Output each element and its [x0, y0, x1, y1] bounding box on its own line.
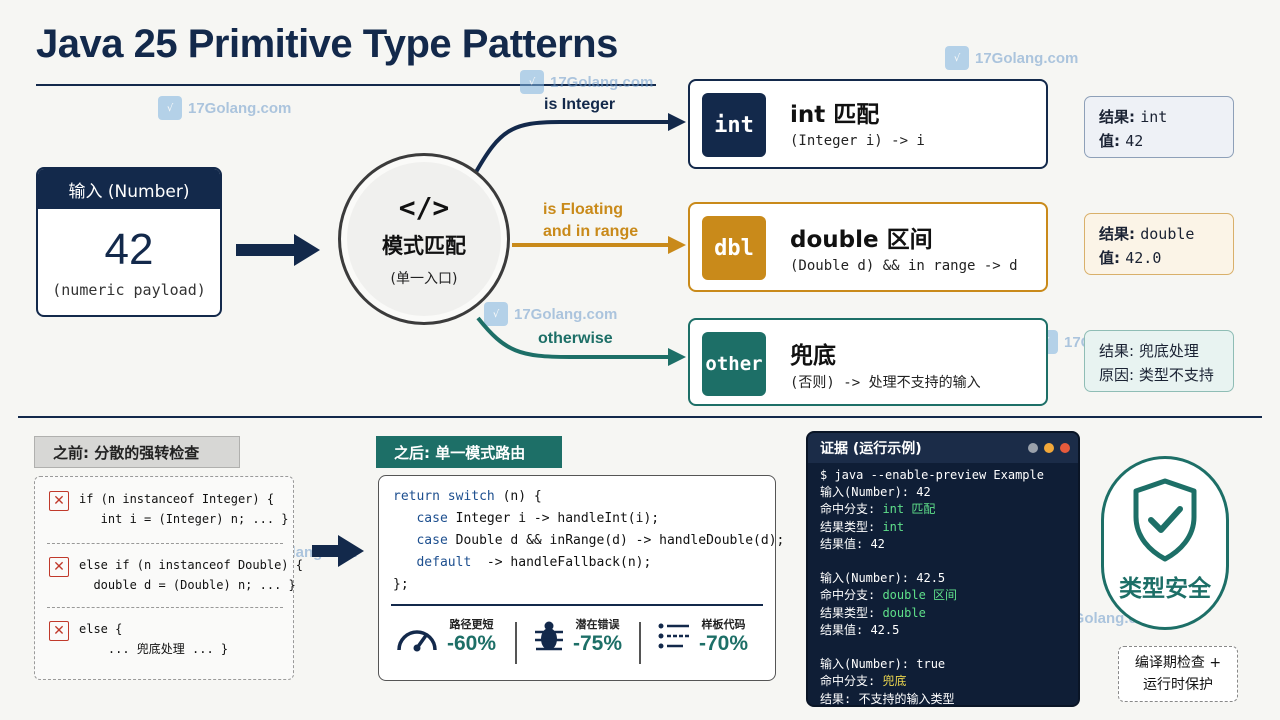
input-value: 42 — [104, 225, 154, 274]
case-other-chip: other — [702, 332, 766, 396]
case-double-code: (Double d) && in range -> d — [790, 258, 1018, 274]
metric-separator — [639, 622, 641, 664]
before-row: ✕ else if (n instanceof Double) { double… — [47, 555, 303, 605]
terminal-window: 证据 (运行示例) $ java --enable-preview Exampl… — [806, 431, 1080, 707]
case-other-code: (否则) -> 处理不支持的输入 — [790, 375, 981, 391]
input-header: 输入 (Number) — [38, 169, 220, 209]
case-double-title: double 区间 — [790, 227, 933, 253]
row-separator — [47, 543, 283, 544]
window-dot — [1044, 443, 1054, 453]
row-separator — [47, 607, 283, 608]
gauge-icon — [397, 630, 437, 652]
matcher-title: 模式匹配 — [382, 233, 466, 258]
x-mark-icon: ✕ — [49, 491, 69, 511]
branch-arrow-otherwise-head — [668, 348, 686, 366]
watermark-logo-icon: √ — [520, 70, 544, 94]
bug-icon — [535, 621, 563, 651]
branch-arrow-integer-head — [668, 113, 686, 131]
result-int: 结果: int 值: 42 — [1084, 96, 1234, 158]
after-box: return switch (n) { case Integer i -> ha… — [378, 475, 784, 681]
before-tag: 之前: 分散的强转检查 — [34, 436, 240, 468]
branch-arrow-integer — [474, 120, 668, 173]
watermark-logo-icon: √ — [484, 302, 508, 326]
watermark: √17Golang.com — [520, 70, 653, 94]
code-icon: </> — [398, 190, 450, 224]
case-int: int int 匹配 (Integer i) -> i — [688, 79, 1048, 169]
branch-label-floating: is Floating and in range — [543, 201, 639, 240]
watermark-logo-icon: √ — [945, 46, 969, 70]
terminal-output: $ java --enable-preview Example 输入(Numbe… — [808, 463, 1078, 705]
branch-label-otherwise: otherwise — [538, 330, 613, 347]
metric-path: 路径更短 -60% — [395, 616, 496, 656]
branch-arrow-floating-head — [668, 236, 686, 254]
after-code: return switch (n) { case Integer i -> ha… — [393, 489, 785, 592]
pattern-matcher-circle: </> 模式匹配 (单一入口) — [338, 153, 510, 325]
x-mark-icon: ✕ — [49, 621, 69, 641]
case-other-title: 兜底 — [790, 343, 836, 369]
watermark-logo-icon: √ — [158, 96, 182, 120]
page-title: Java 25 Primitive Type Patterns — [36, 22, 618, 66]
type-safety-note: 编译期检查 + 运行时保护 — [1118, 646, 1238, 702]
case-int-title: int 匹配 — [790, 102, 880, 128]
x-mark-icon: ✕ — [49, 557, 69, 577]
title-underline — [36, 84, 656, 86]
shield-check-icon — [1133, 478, 1197, 562]
metric-separator — [515, 622, 517, 664]
branch-label-integer: is Integer — [544, 96, 616, 113]
result-other: 结果: 兜底处理 原因: 类型不支持 — [1084, 330, 1234, 392]
branch-arrow-otherwise — [476, 316, 668, 359]
input-arrow — [236, 234, 320, 266]
before-row: ✕ else { ... 兜底处理 ... } — [47, 619, 283, 669]
after-tag: 之后: 单一模式路由 — [376, 436, 562, 468]
terminal-header: 证据 (运行示例) — [808, 433, 1078, 463]
type-safety-title: 类型安全 — [1119, 576, 1211, 602]
watermark: √17Golang.com — [158, 96, 291, 120]
before-row: ✕ if (n instanceof Integer) { int i = (I… — [47, 489, 289, 539]
input-caption: (numeric payload) — [52, 281, 206, 299]
watermark: √17Golang.com — [484, 302, 617, 326]
input-box: 输入 (Number) 42 (numeric payload) — [36, 167, 222, 317]
watermark: √17Golang.com — [945, 46, 1078, 70]
case-int-code: (Integer i) -> i — [790, 133, 925, 149]
type-safety-badge: 类型安全 — [1101, 456, 1229, 630]
window-dot — [1028, 443, 1038, 453]
case-other: other 兜底 (否则) -> 处理不支持的输入 — [688, 318, 1048, 406]
matcher-subtitle: (单一入口) — [390, 270, 458, 287]
case-double-chip: dbl — [702, 216, 766, 280]
after-rule — [391, 604, 763, 606]
metric-boilerplate: 样板代码 -70% — [657, 616, 748, 656]
before-after-arrow — [312, 535, 364, 567]
result-double: 结果: double 值: 42.0 — [1084, 213, 1234, 275]
window-dot — [1060, 443, 1070, 453]
case-int-chip: int — [702, 93, 766, 157]
metric-bugs: 潜在错误 -75% — [533, 616, 622, 656]
before-box: ✕ if (n instanceof Integer) { int i = (I… — [34, 476, 303, 680]
list-icon — [658, 623, 689, 649]
section-divider — [18, 416, 1262, 418]
case-double: dbl double 区间 (Double d) && in range -> … — [688, 202, 1048, 292]
